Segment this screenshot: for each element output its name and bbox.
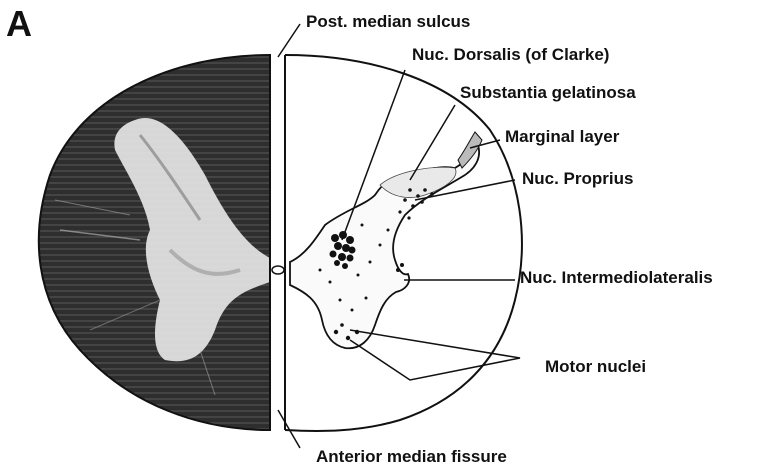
panel-letter: A xyxy=(6,3,32,44)
label-post-median-sulcus: Post. median sulcus xyxy=(306,12,470,31)
leader-anterior xyxy=(278,410,300,448)
label-nuc-intermediolateralis: Nuc. Intermediolateralis xyxy=(520,268,713,287)
label-nuc-dorsalis: Nuc. Dorsalis (of Clarke) xyxy=(412,45,609,64)
midline xyxy=(270,55,285,430)
leader-motor xyxy=(350,330,520,380)
stained-left-half xyxy=(39,55,270,430)
label-anterior-median-fissure: Anterior median fissure xyxy=(316,447,507,466)
label-substantia-gelatinosa: Substantia gelatinosa xyxy=(460,83,636,102)
label-motor-nuclei: Motor nuclei xyxy=(545,357,646,376)
outline-right-half xyxy=(285,55,522,431)
label-nuc-proprius: Nuc. Proprius xyxy=(522,169,633,188)
substantia-gelatinosa-region xyxy=(380,167,456,197)
label-marginal-layer: Marginal layer xyxy=(505,127,620,146)
central-canal xyxy=(272,266,284,274)
leader-post-median xyxy=(278,24,300,57)
